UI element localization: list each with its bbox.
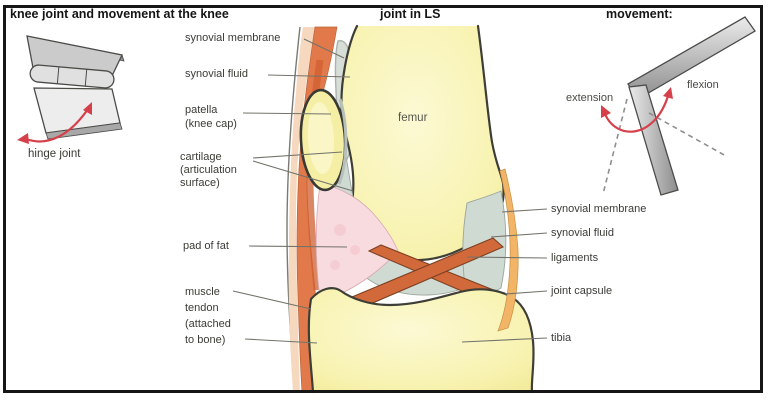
hinge-joint-drawing <box>17 35 125 144</box>
tibia-outline <box>307 287 535 394</box>
motion-arc <box>603 95 670 133</box>
movement-diagram-drawing <box>601 16 756 196</box>
label-synovial-fluid-left: synovial fluid <box>185 68 248 80</box>
label-pad-of-fat: pad of fat <box>183 240 229 252</box>
label-patella: patella (knee cap) <box>185 104 237 130</box>
knee-cross-section-drawing <box>286 24 535 394</box>
hinge-arrowhead-right <box>83 102 92 115</box>
extension-dashed-line <box>602 98 628 195</box>
tendon-outer-band <box>288 27 315 392</box>
lower-limb-bar <box>628 84 679 196</box>
hinge-bottom-edge <box>45 122 123 140</box>
panel-title-movement: movement: <box>606 7 673 21</box>
extension-arrowhead <box>601 105 611 118</box>
femur-shape <box>341 26 504 261</box>
label-tibia: tibia <box>551 332 572 344</box>
label-extension: extension <box>566 92 614 104</box>
label-joint-capsule: joint capsule <box>551 285 613 297</box>
patella-shape <box>299 88 347 192</box>
fat-pad-texture-dot <box>350 245 360 255</box>
label-muscle-tendon: muscle tendon (attached to bone) <box>185 286 231 346</box>
label-synovial-membrane-left: synovial membrane <box>185 32 281 44</box>
label-ligaments: ligaments <box>551 252 599 264</box>
panel-title-knee-joint: knee joint and movement at the knee <box>10 7 229 21</box>
label-connector-lines <box>232 38 548 344</box>
label-synovial-membrane-right: synovial membrane <box>551 203 647 215</box>
fat-pad-texture-dot <box>330 260 340 270</box>
hinge-joint-caption: hinge joint <box>28 148 81 160</box>
label-femur: femur <box>398 112 428 124</box>
hinge-swing-arrow <box>25 108 89 143</box>
tibia-shape <box>308 288 534 392</box>
panel-title-joint-in-ls: joint in LS <box>380 7 441 21</box>
hinge-arrowhead-left <box>17 133 29 144</box>
fat-pad-texture-dot <box>334 224 346 236</box>
hinge-knuckles <box>29 64 115 89</box>
label-flexion: flexion <box>687 79 719 91</box>
label-synovial-fluid-right: synovial fluid <box>551 227 614 239</box>
flexion-arrowhead <box>663 87 673 99</box>
patella-cartilage-line <box>337 98 348 185</box>
label-cartilage: cartilage (articulation surface) <box>180 151 237 189</box>
flexion-dashed-line <box>648 112 727 157</box>
